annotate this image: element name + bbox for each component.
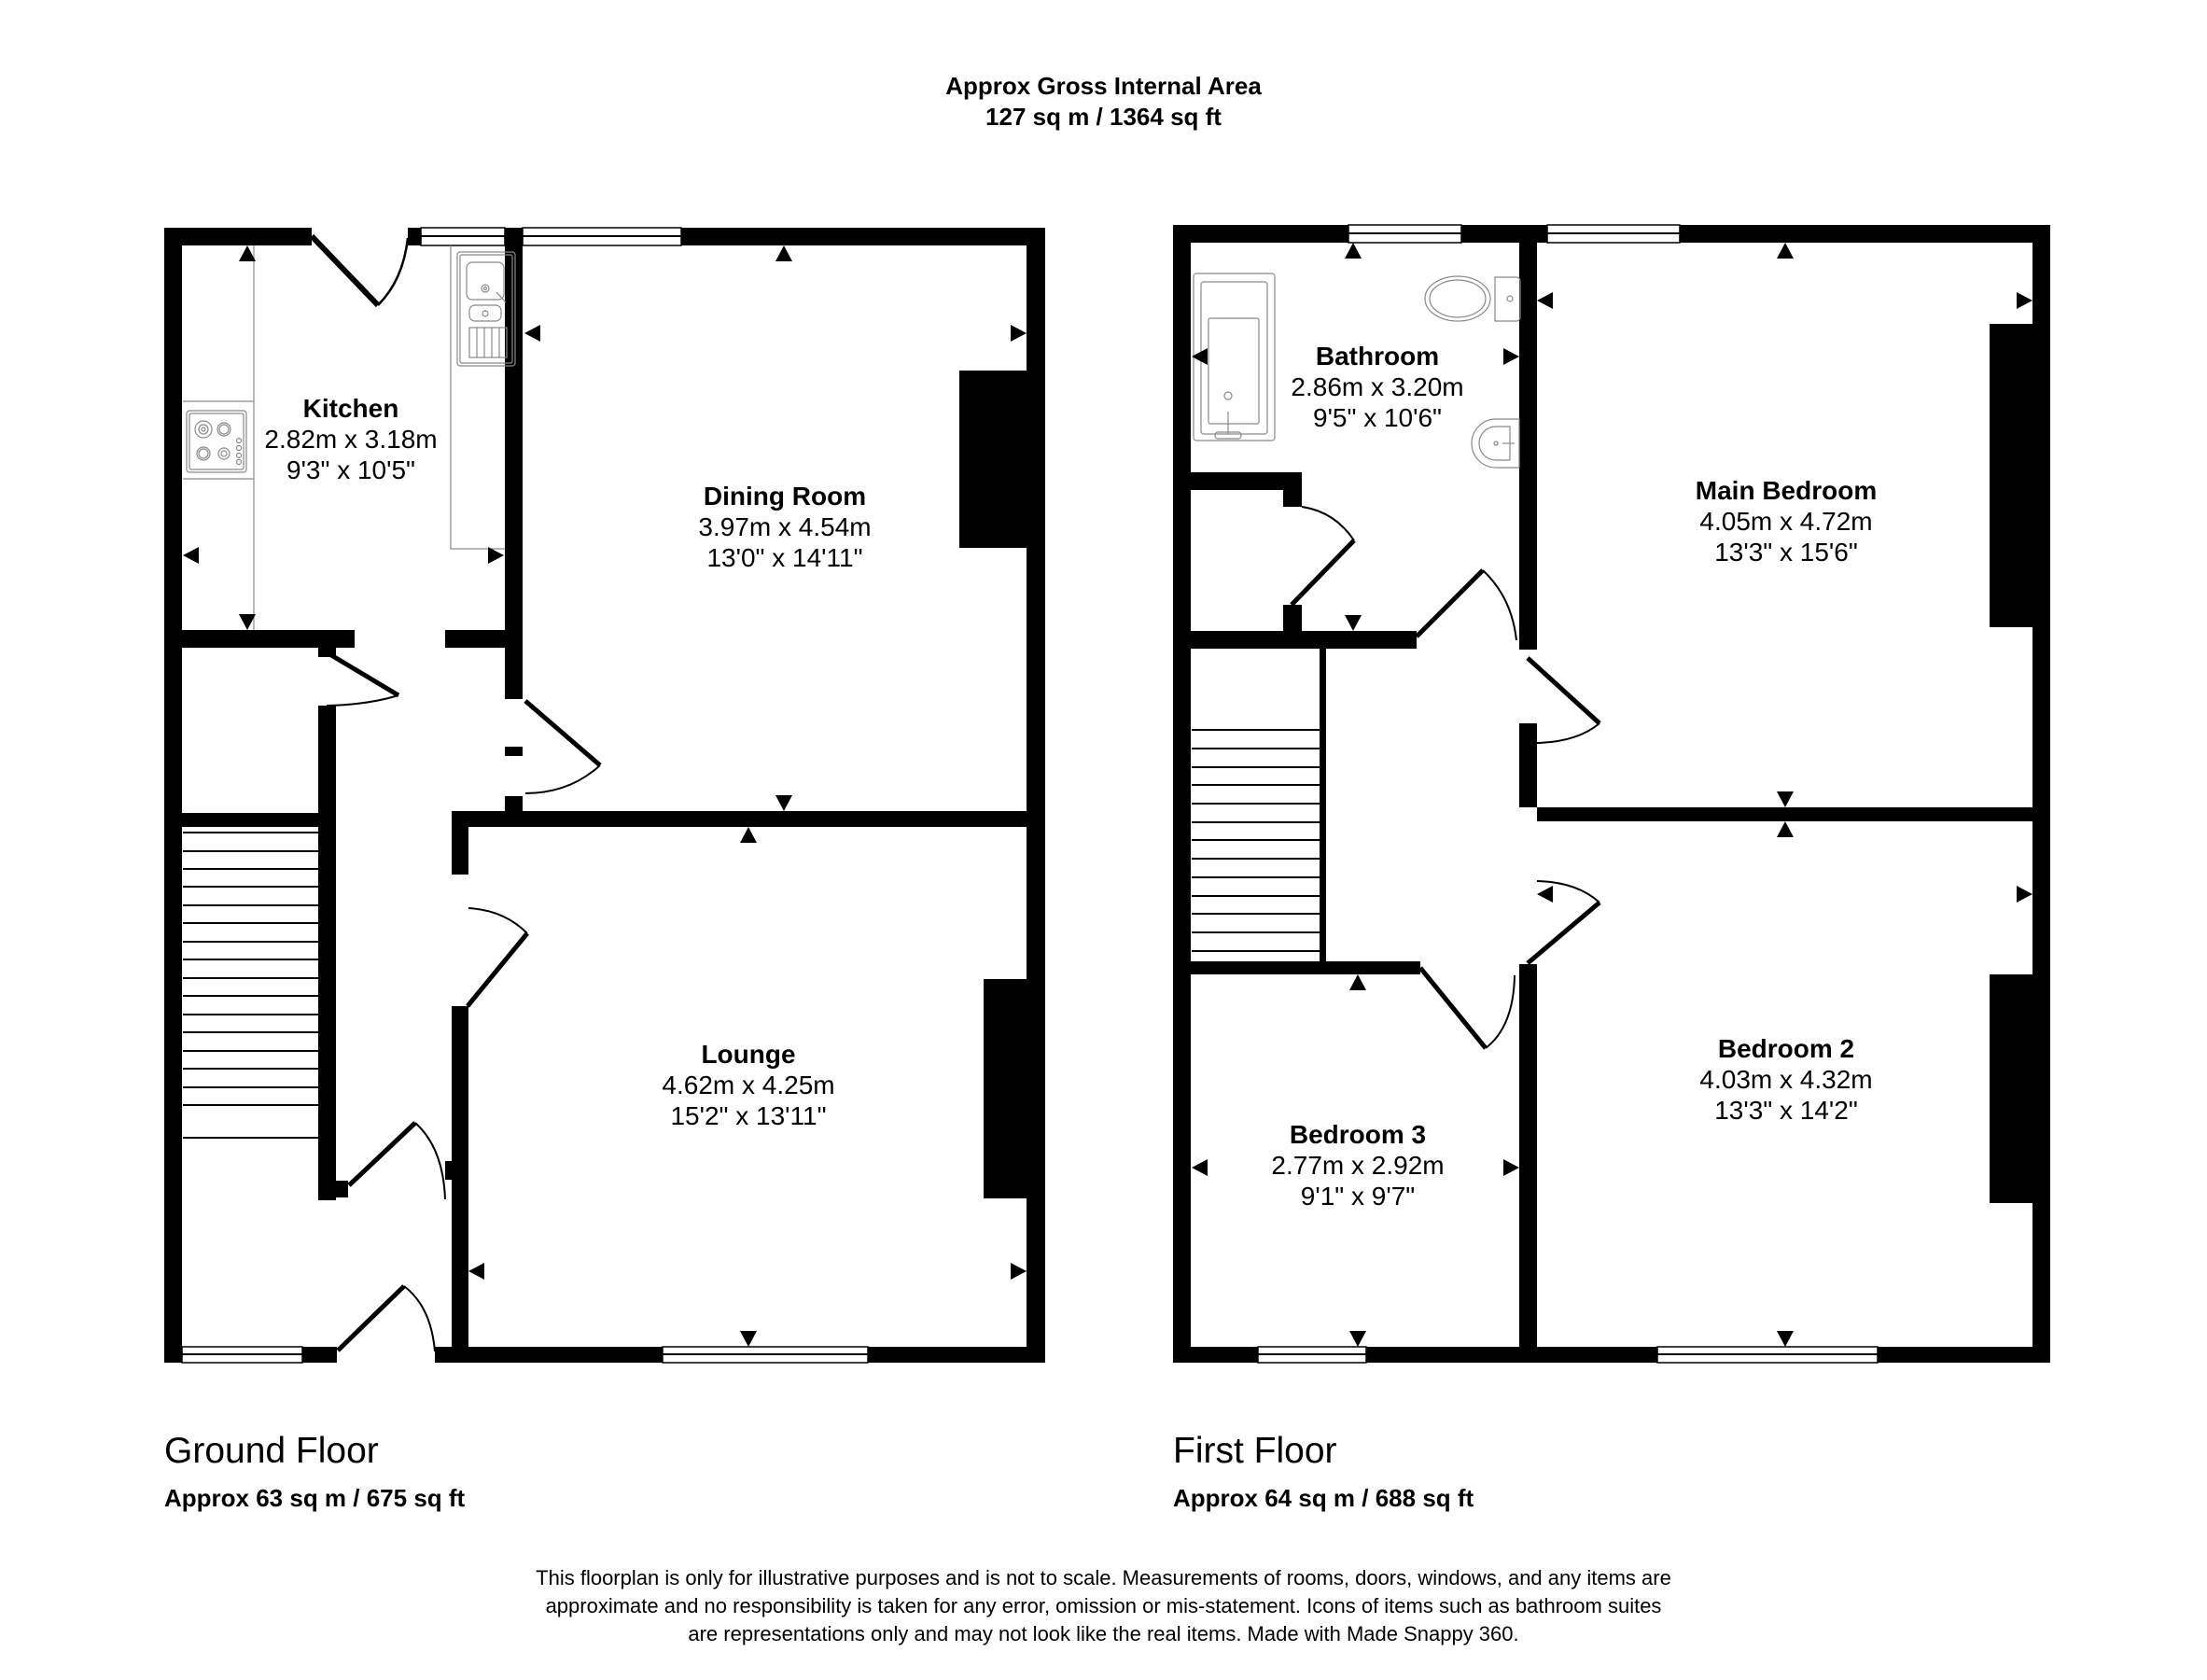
room-label-bathroom: Bathroom 2.86m x 3.20m 9'5" x 10'6"	[1291, 341, 1463, 433]
ground-floor-area: Approx 63 sq m / 675 sq ft	[164, 1484, 466, 1512]
room-name: Bedroom 3	[1289, 1120, 1427, 1149]
room-label-bedroom-3: Bedroom 3 2.77m x 2.92m 9'1" x 9'7"	[1271, 1119, 1444, 1211]
first-doors	[1290, 506, 1601, 1050]
room-imperial: 9'3" x 10'5"	[286, 455, 415, 484]
room-imperial: 13'3" x 14'2"	[1714, 1096, 1858, 1125]
room-metric: 2.82m x 3.18m	[264, 425, 438, 454]
first-floor-area: Approx 64 sq m / 688 sq ft	[1173, 1484, 1474, 1512]
room-metric: 3.97m x 4.54m	[698, 512, 872, 541]
ground-floor-plan	[164, 227, 1045, 1364]
first-stairs	[1192, 729, 1320, 952]
room-name: Bedroom 2	[1717, 1034, 1855, 1063]
room-metric: 2.77m x 2.92m	[1271, 1151, 1445, 1180]
room-label-lounge: Lounge 4.62m x 4.25m 15'2" x 13'11"	[662, 1039, 834, 1131]
room-label-main-bedroom: Main Bedroom 4.05m x 4.72m 13'3" x 15'6"	[1696, 475, 1877, 567]
room-imperial: 9'1" x 9'7"	[1300, 1182, 1416, 1211]
ground-stairs	[183, 832, 318, 1139]
ground-floor-title: Ground Floor	[164, 1431, 379, 1471]
disclaimer-line-2: approximate and no responsibility is tak…	[545, 1594, 1662, 1617]
room-name: Lounge	[701, 1040, 796, 1069]
dining-room-window	[522, 227, 682, 246]
room-label-bedroom-2: Bedroom 2 4.03m x 4.32m 13'3" x 14'2"	[1699, 1033, 1872, 1126]
room-name: Main Bedroom	[1695, 476, 1878, 505]
room-imperial: 9'5" x 10'6"	[1312, 403, 1442, 432]
main-bedroom-window	[1546, 224, 1681, 244]
bedroom-2-chimney-breast	[1990, 974, 2034, 1203]
dining-chimney-breast	[959, 371, 1028, 548]
disclaimer: This floorplan is only for illustrative …	[0, 1564, 2207, 1648]
room-name: Kitchen	[302, 394, 399, 423]
room-name: Dining Room	[703, 482, 867, 511]
first-floor-title: First Floor	[1173, 1431, 1337, 1471]
basin-icon	[1471, 418, 1520, 469]
bedroom-3-window	[1257, 1346, 1367, 1364]
toilet-icon	[1424, 275, 1521, 322]
disclaimer-line-1: This floorplan is only for illustrative …	[536, 1566, 1671, 1589]
gross-area-value: 127 sq m / 1364 sq ft	[985, 103, 1222, 131]
sink-icon	[456, 251, 516, 367]
kitchen-worktops	[183, 245, 505, 630]
lounge-chimney-breast	[984, 979, 1028, 1198]
room-label-kitchen: Kitchen 2.82m x 3.18m 9'3" x 10'5"	[264, 393, 437, 485]
room-name: Bathroom	[1315, 342, 1440, 371]
lounge-window	[662, 1346, 869, 1364]
main-bedroom-chimney-breast	[1990, 324, 2034, 627]
hob-icon	[186, 410, 247, 473]
room-metric: 4.03m x 4.32m	[1699, 1065, 1873, 1094]
room-label-dining-room: Dining Room 3.97m x 4.54m 13'0" x 14'11"	[698, 481, 871, 573]
bedroom-2-window	[1656, 1346, 1879, 1364]
first-floor-plan	[1173, 224, 2050, 1364]
room-imperial: 13'0" x 14'11"	[706, 543, 863, 572]
room-imperial: 15'2" x 13'11"	[670, 1101, 827, 1130]
ground-doors	[309, 233, 602, 1352]
disclaimer-line-3: are representations only and may not loo…	[688, 1622, 1519, 1645]
room-imperial: 13'3" x 15'6"	[1714, 538, 1858, 567]
gross-area-header: Approx Gross Internal Area 127 sq m / 13…	[0, 71, 2207, 133]
room-metric: 2.86m x 3.20m	[1291, 372, 1464, 401]
hall-front-window	[181, 1346, 303, 1364]
first-measure-arrows	[1192, 243, 2032, 1347]
room-metric: 4.62m x 4.25m	[662, 1071, 835, 1099]
room-metric: 4.05m x 4.72m	[1699, 507, 1873, 536]
kitchen-window	[420, 227, 506, 246]
bathroom-window	[1348, 224, 1462, 244]
gross-area-title: Approx Gross Internal Area	[945, 72, 1262, 100]
ground-measure-arrows	[183, 245, 1027, 1347]
